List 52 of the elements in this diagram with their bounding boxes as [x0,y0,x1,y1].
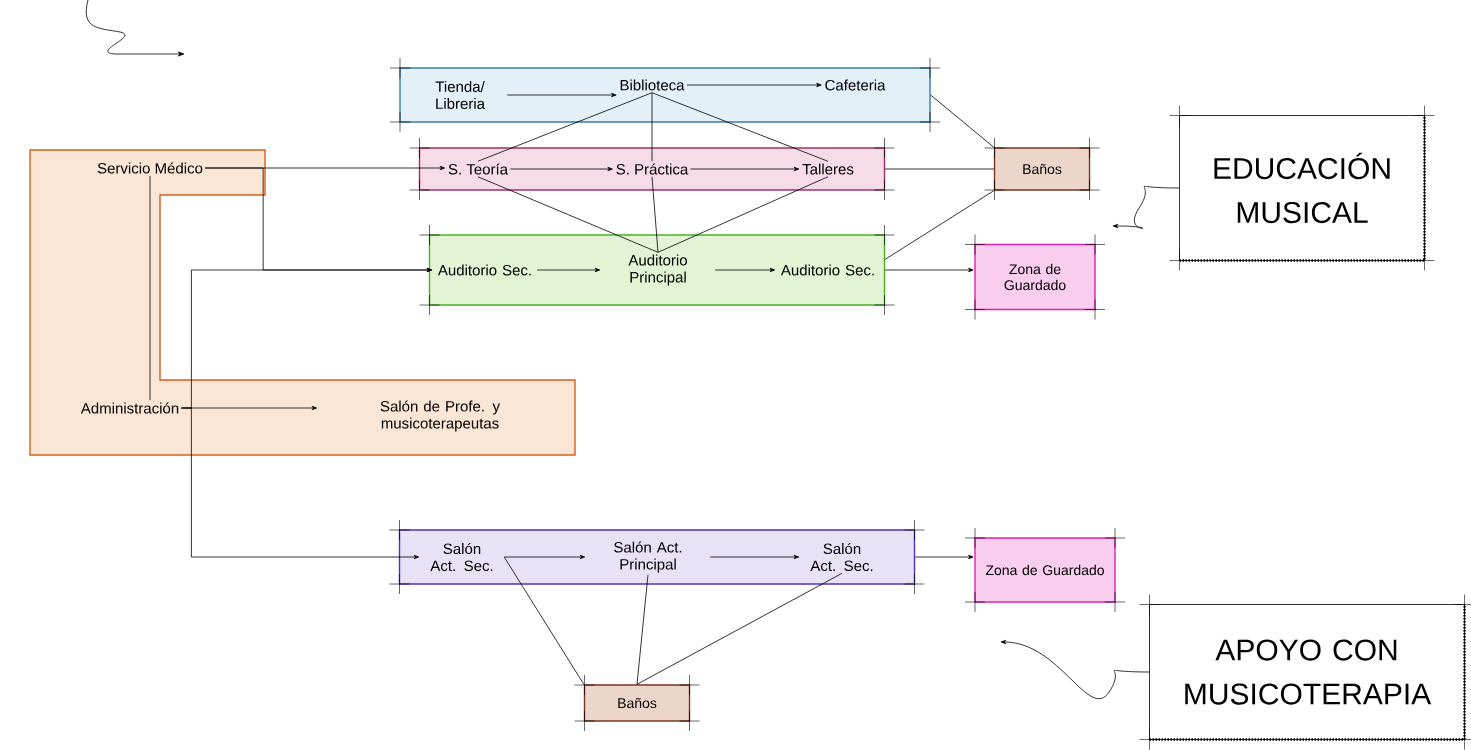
room-box: Zona de Guardado [964,527,1126,613]
room-label: Servicio Médico [97,162,203,174]
connector-line [477,92,653,162]
arrow [714,267,776,273]
room-label: Salón Act. Sec. [810,542,873,572]
arrow [506,92,617,98]
arrow [914,554,974,560]
arrow [1112,186,1180,229]
connector-line [477,176,659,253]
arrow [181,407,420,560]
arrow [884,267,974,273]
arrow [686,82,822,88]
room-label: Talleres [802,163,854,175]
zone-band [389,519,925,595]
room-label: Auditorio Sec. [780,264,874,276]
room-label: Salón de Profe. y musicoterapeutas [380,400,500,432]
room-label: Biblioteca [620,79,685,91]
zone-outline [29,149,576,456]
room-label: Cafeteria [825,79,886,91]
connector-line [884,190,995,260]
room-box: Baños [984,137,1100,201]
arrow [503,554,586,560]
connector-line [651,176,659,253]
program-box: EDUCACIÓN MUSICAL [1169,105,1435,271]
arrow [1000,639,1150,700]
connector-line [651,92,653,162]
connector-line [651,92,829,162]
room-label: Salón Act. Principal [614,541,682,573]
arrow [509,166,613,172]
arrow [690,166,800,172]
connector-line [503,556,585,685]
connector-line [636,574,649,685]
arrow [536,267,601,273]
connector-line [930,94,995,148]
connector-line [636,572,843,685]
connector-line [149,175,151,401]
zone-band [419,224,895,316]
room-label: Tienda/ Libreria [435,81,485,109]
room-label: Salón Act. Sec. [430,542,493,572]
arrow [709,554,800,560]
zone-band [409,137,895,201]
program-box: APOYO CON MUSICOTERAPIA [1139,594,1471,750]
room-label: Administración [80,402,179,414]
zone-band [389,57,941,133]
room-label: S. Práctica [616,163,689,175]
connector-line [657,176,829,253]
room-label: S. Teoría [448,163,509,175]
room-box: Zona de Guardado [964,234,1106,320]
room-label: Auditorio Sec. [437,264,531,276]
room-label: Auditorio Principal [628,254,687,286]
connector-line [884,168,995,170]
room-box: Baños [574,674,700,732]
